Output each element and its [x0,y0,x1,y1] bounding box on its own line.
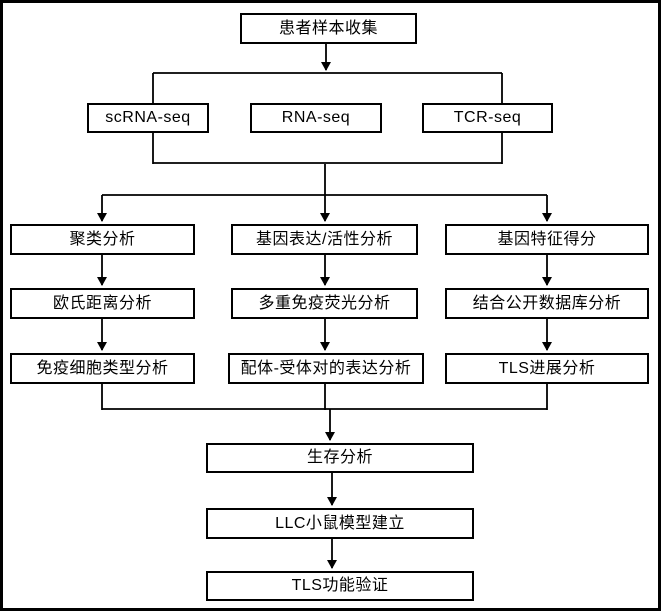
node-rna-seq: RNA-seq [250,103,382,133]
node-euclidean-distance-analysis: 欧氏距离分析 [10,288,195,319]
node-survival-analysis: 生存分析 [206,443,474,473]
node-gene-expression-activity-analysis: 基因表达/活性分析 [231,224,418,255]
node-immune-cell-type-analysis: 免疫细胞类型分析 [10,353,195,384]
node-scrna-seq: scRNA-seq [87,103,209,133]
node-ligand-receptor-expression-analysis: 配体-受体对的表达分析 [228,353,424,384]
node-multiplex-immunofluorescence-analysis: 多重免疫荧光分析 [231,288,418,319]
node-tls-functional-validation: TLS功能验证 [206,571,474,601]
node-gene-signature-score: 基因特征得分 [445,224,649,255]
node-tcr-seq: TCR-seq [422,103,553,133]
node-public-database-analysis: 结合公开数据库分析 [445,288,649,319]
node-llc-mouse-model: LLC小鼠模型建立 [206,508,474,539]
arrow-connectors [97,44,552,569]
node-tls-progression-analysis: TLS进展分析 [445,353,649,384]
node-patient-sample-collection: 患者样本收集 [240,13,417,44]
node-cluster-analysis: 聚类分析 [10,224,195,255]
